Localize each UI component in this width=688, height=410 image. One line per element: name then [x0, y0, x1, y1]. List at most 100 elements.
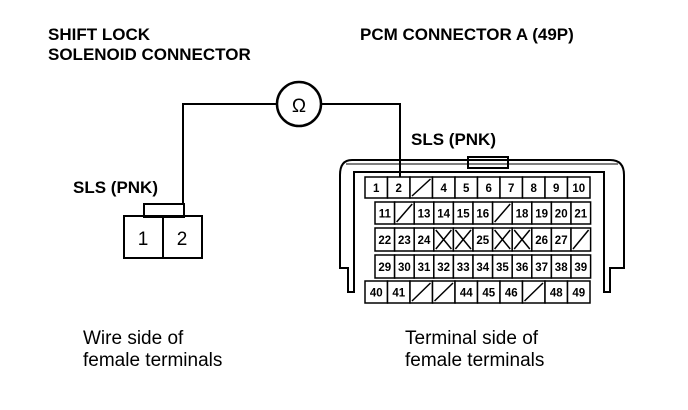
- pin-cell: 41: [386, 280, 411, 304]
- pin-cell: 48: [544, 280, 569, 304]
- pin-number: 36: [516, 262, 529, 274]
- pin-cell: 2: [386, 176, 411, 199]
- pin-number: 46: [505, 288, 518, 300]
- pin-cell: 16: [472, 201, 494, 225]
- pin-number: 11: [379, 209, 392, 221]
- pin-cell: 9: [544, 176, 569, 199]
- pin-cell: 27: [550, 227, 572, 252]
- test-wire: [182, 103, 401, 205]
- ohm-symbol: Ω: [292, 96, 306, 117]
- pin-number: 4: [441, 183, 448, 195]
- pin-cell: 34: [472, 254, 494, 279]
- pin-number: 41: [392, 288, 405, 300]
- shift-lock-connector: [123, 203, 203, 259]
- pin-cell: [491, 227, 513, 252]
- pin-number: 39: [574, 262, 587, 274]
- left-wire-label: SLS (PNK): [73, 178, 158, 197]
- pin-number: 49: [572, 288, 585, 300]
- pin-number: 22: [378, 235, 391, 247]
- pin-number: 1: [373, 183, 380, 195]
- pin-number: 32: [437, 262, 450, 274]
- pin-cell: [393, 201, 415, 225]
- pin-number: 33: [457, 262, 470, 274]
- pin-cell: 45: [476, 280, 501, 304]
- pin-number: 16: [476, 209, 489, 221]
- pin-cell: 38: [550, 254, 572, 279]
- pin-cell: 14: [433, 201, 455, 225]
- pin-number: 25: [476, 235, 489, 247]
- pin-number: 2: [396, 183, 402, 195]
- right-caption-line2: female terminals: [405, 350, 544, 371]
- pin-cell: 19: [531, 201, 553, 225]
- pin-number: 19: [535, 209, 548, 221]
- pin-cell: 31: [413, 254, 435, 279]
- pin-cell: 4: [431, 176, 456, 199]
- pin-number: 29: [378, 262, 391, 274]
- pin-cell: [452, 227, 474, 252]
- pin-cell: 21: [570, 201, 592, 225]
- left-caption-line1: Wire side of: [83, 328, 184, 349]
- pin-cell: 32: [433, 254, 455, 279]
- pin-cell: 44: [454, 280, 479, 304]
- pin-number: 24: [418, 235, 431, 247]
- pin-cell: 22: [374, 227, 396, 252]
- pin-number: 40: [370, 288, 383, 300]
- left-pin-1: 1: [138, 229, 149, 250]
- pin-number: 37: [535, 262, 548, 274]
- pin-number: 35: [496, 262, 509, 274]
- right-caption-line1: Terminal side of: [405, 328, 539, 349]
- pin-cell: 11: [374, 201, 396, 225]
- pin-cell: 7: [499, 176, 524, 199]
- pin-number: 18: [516, 209, 529, 221]
- pin-cell: 10: [566, 176, 591, 199]
- pin-cell: 25: [472, 227, 494, 252]
- pin-cell: 23: [393, 227, 415, 252]
- left-caption-line2: female terminals: [83, 350, 222, 371]
- pin-cell: 49: [566, 280, 591, 304]
- pin-cell: [521, 280, 546, 304]
- pin-number: 10: [572, 183, 585, 195]
- pin-number: 15: [457, 209, 470, 221]
- pin-cell: 24: [413, 227, 435, 252]
- pin-number: 20: [555, 209, 568, 221]
- pin-cell: [431, 280, 456, 304]
- right-wire-label: SLS (PNK): [411, 130, 496, 149]
- pin-number: 38: [555, 262, 568, 274]
- pin-cell: 6: [476, 176, 501, 199]
- pin-cell: 18: [511, 201, 533, 225]
- pin-number: 21: [574, 209, 587, 221]
- pin-cell: [433, 227, 455, 252]
- pin-cell: 35: [491, 254, 513, 279]
- pin-number: 44: [460, 288, 473, 300]
- pin-cell: [511, 227, 533, 252]
- pin-number: 13: [418, 209, 431, 221]
- left-pin-2: 2: [177, 229, 188, 250]
- pin-cell: 13: [413, 201, 435, 225]
- pin-cell: 37: [531, 254, 553, 279]
- pin-number: 6: [486, 183, 492, 195]
- pin-cell: 1: [364, 176, 389, 199]
- pin-number: 31: [418, 262, 431, 274]
- pin-number: 9: [553, 183, 559, 195]
- pin-cell: [409, 280, 434, 304]
- pin-cell: [491, 201, 513, 225]
- pin-number: 26: [535, 235, 548, 247]
- pcm-connector-housing: [339, 156, 625, 293]
- pin-cell: 29: [374, 254, 396, 279]
- pin-number: 45: [482, 288, 495, 300]
- pin-cell: [409, 176, 434, 199]
- right-title: PCM CONNECTOR A (49P): [360, 25, 574, 44]
- pin-cell: 46: [499, 280, 524, 304]
- pin-cell: 33: [452, 254, 474, 279]
- left-title-line1: SHIFT LOCK: [48, 25, 151, 44]
- pin-number: 5: [463, 183, 470, 195]
- pin-cell: 39: [570, 254, 592, 279]
- pin-cell: 5: [454, 176, 479, 199]
- pin-cell: [570, 227, 592, 252]
- pin-number: 30: [398, 262, 411, 274]
- pin-number: 7: [508, 183, 514, 195]
- pin-cell: 40: [364, 280, 389, 304]
- pin-number: 14: [437, 209, 450, 221]
